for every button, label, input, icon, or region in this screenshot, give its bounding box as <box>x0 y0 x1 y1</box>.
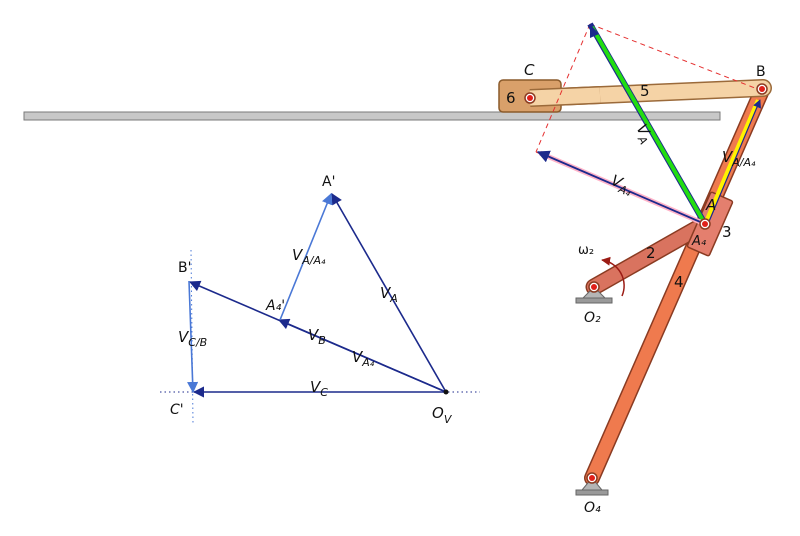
label-omega: ω₂ <box>578 243 594 258</box>
poly-vector-vcb <box>187 280 199 394</box>
poly-vector-va4 <box>277 318 447 393</box>
link-2 <box>585 215 714 296</box>
label-link-4: 4 <box>674 273 684 291</box>
poly-vector-va <box>331 193 447 393</box>
ref-line-vertical <box>190 249 194 425</box>
label-a4: A₄ <box>691 234 707 249</box>
label-ov: OV <box>432 404 453 426</box>
ground-o4 <box>575 477 609 496</box>
label-link-3: 3 <box>722 223 732 241</box>
label-poly-va-a4: VA/A₄ <box>292 246 326 267</box>
omega-arrow <box>601 256 625 297</box>
poly-vector-va-a4 <box>279 192 333 321</box>
label-poly-va4: VA₄ <box>352 348 375 369</box>
label-b: B <box>756 64 766 80</box>
label-poly-vcb: VC/B <box>178 328 207 349</box>
label-poly-va: VA <box>380 284 398 305</box>
label-a4-prime: A₄' <box>265 298 285 314</box>
label-c: C <box>524 61 535 79</box>
label-o4: O₄ <box>584 500 601 516</box>
label-link-5: 5 <box>640 82 650 100</box>
label-o2: O₂ <box>584 310 601 326</box>
joints <box>524 83 768 484</box>
label-b-prime: B' <box>178 260 191 276</box>
label-a: A <box>705 196 716 214</box>
label-poly-vc: VC <box>310 378 328 399</box>
label-link-6: 6 <box>506 89 516 107</box>
label-mech-va-a4: VA/A₄ <box>722 148 756 169</box>
velocity-polygon: A' B' C' A₄' OV VA VA/A₄ VB VA₄ VC/B VC <box>160 174 480 426</box>
label-c-prime: C' <box>170 402 184 418</box>
origin-ov-dot <box>443 389 449 395</box>
label-a-prime: A' <box>322 174 335 190</box>
label-link-2: 2 <box>646 244 656 262</box>
label-mech-va4: VA₄ <box>607 171 636 199</box>
slider-surface <box>23 111 721 121</box>
vector-va-a4 <box>703 99 760 225</box>
label-poly-vb: VB <box>308 326 326 347</box>
